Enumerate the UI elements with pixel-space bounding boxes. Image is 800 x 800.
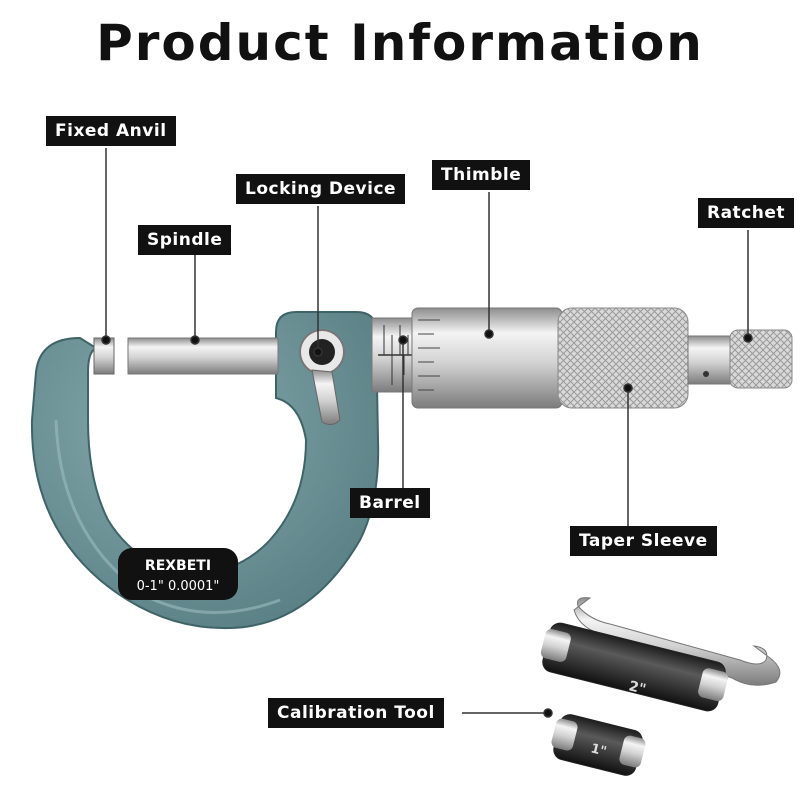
sleeve-part [557, 307, 689, 409]
spanner-wrench [573, 597, 781, 686]
brand-text: REXBETI [145, 558, 211, 574]
page-title: Product Information [96, 14, 704, 72]
taper-sleeve-label: Taper Sleeve [570, 526, 717, 556]
standard-2-inch-label: 2" [627, 678, 647, 698]
thimble-part [411, 307, 563, 409]
standard-1-inch-label: 1" [589, 741, 608, 759]
brand-badge: REXBETI 0-1" 0.0001" [118, 548, 238, 600]
spindle-label: Spindle [138, 225, 232, 255]
spindle-part [127, 337, 279, 375]
calibration-standard-2-inch: 2" [540, 622, 729, 712]
ratchet-part [687, 329, 793, 389]
calibration-tool-label: Calibration Tool [268, 698, 444, 728]
ratchet-label: Ratchet [698, 198, 795, 228]
barrel-label: Barrel [350, 488, 430, 518]
locking-device-label: Locking Device [236, 174, 406, 204]
calibration-standard-1-inch: 1" [551, 714, 646, 776]
barrel-part [371, 317, 419, 393]
leader-lines [101, 148, 753, 718]
fixed-anvil-label: Fixed Anvil [46, 116, 176, 146]
range-spec-text: 0-1" 0.0001" [137, 579, 220, 594]
thimble-label: Thimble [432, 160, 531, 190]
